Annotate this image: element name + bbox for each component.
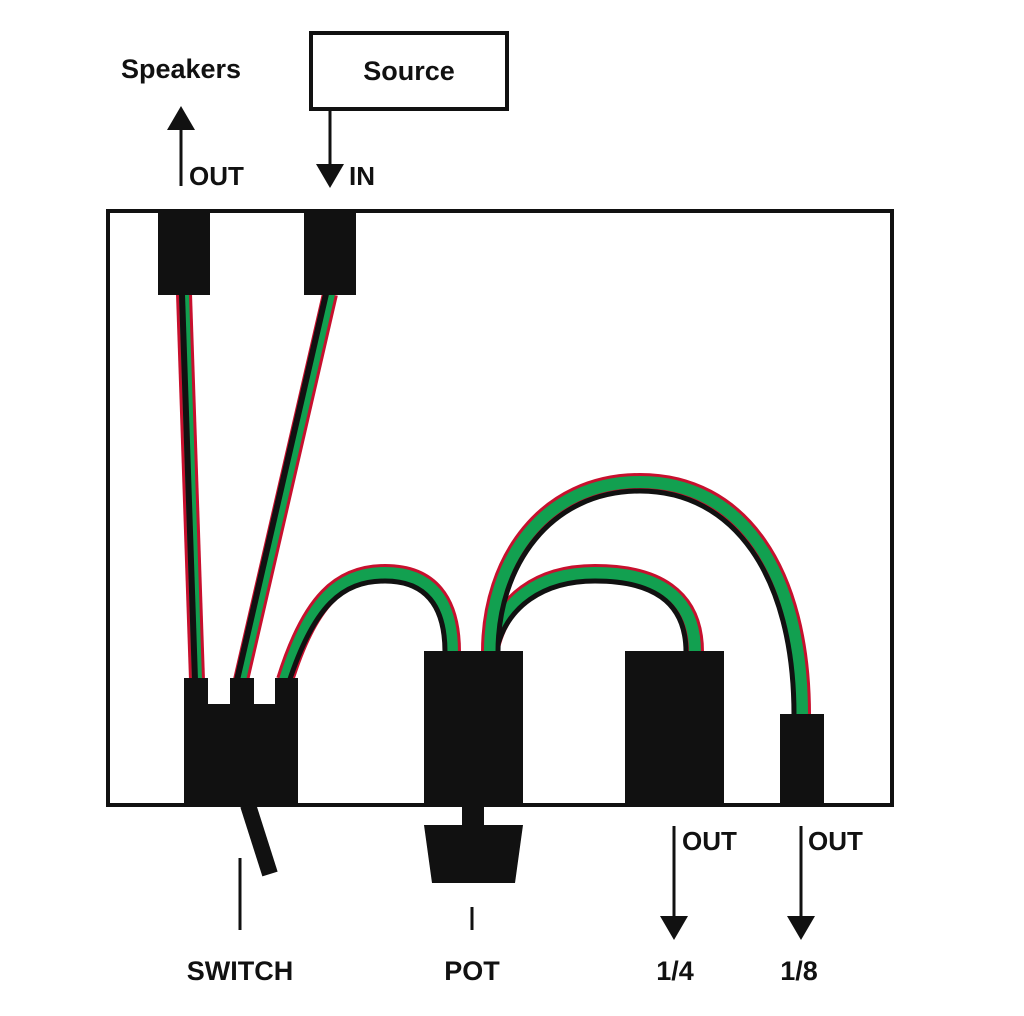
wire-pot-to-eighth-jack [481, 472, 811, 716]
quarter-inch-jack [625, 651, 724, 805]
pot-label: POT [444, 956, 500, 986]
eighth-inch-jack [780, 714, 824, 805]
arrow-down-icon [787, 916, 815, 940]
source-label: Source [363, 56, 455, 86]
pot-component [424, 651, 523, 883]
arrow-down-icon [660, 916, 688, 940]
wires [176, 292, 811, 716]
speakers-out-label: OUT [189, 161, 244, 191]
wire-pot-to-quarter-jack [481, 563, 704, 654]
pot-knob [424, 825, 523, 883]
speaker-output-jack [158, 213, 210, 295]
pot-shaft [462, 805, 484, 827]
wire-switch-to-pot [276, 563, 461, 683]
arrow-up-icon [167, 106, 195, 130]
eighth-out-label: OUT [808, 826, 863, 856]
switch-lever [240, 802, 278, 877]
wire-source-to-switch [233, 292, 338, 682]
speakers-label: Speakers [121, 54, 241, 84]
switch-label: SWITCH [187, 956, 293, 986]
source-box [309, 31, 509, 111]
wire-speakers-to-switch [176, 293, 205, 681]
eighth-label: 1/8 [780, 956, 818, 986]
arrow-down-icon [316, 164, 344, 188]
quarter-label: 1/4 [656, 956, 694, 986]
source-input-jack [304, 213, 356, 295]
quarter-out-label: OUT [682, 826, 737, 856]
switch-component [184, 678, 298, 877]
source-in-label: IN [349, 161, 375, 191]
